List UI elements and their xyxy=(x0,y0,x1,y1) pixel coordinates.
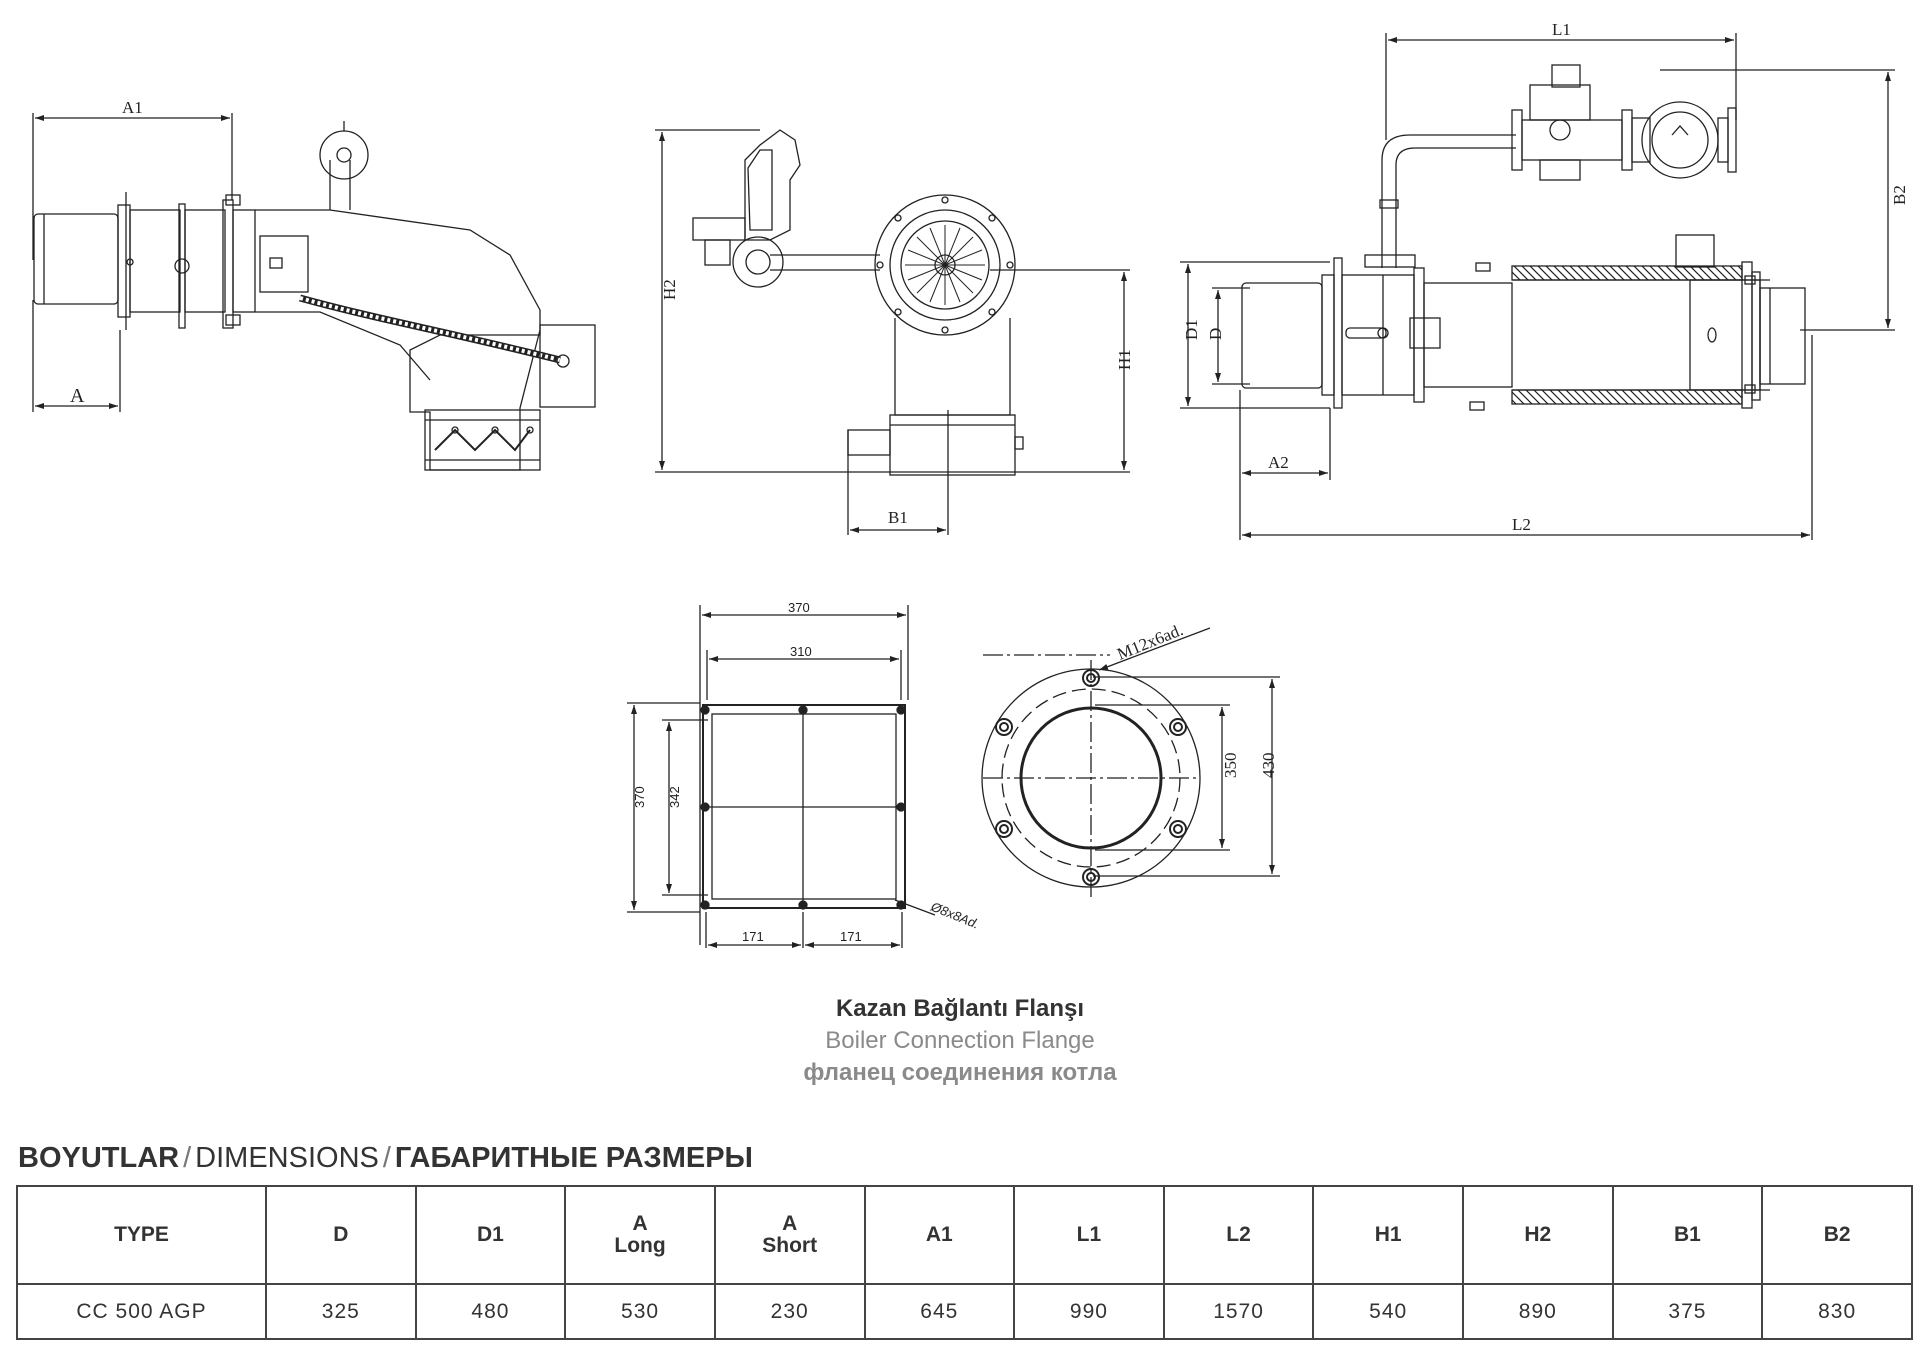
table-header-cell: TYPE xyxy=(16,1185,267,1285)
dim-label-l1: L1 xyxy=(1552,20,1571,39)
table-header-cell: L2 xyxy=(1162,1185,1315,1285)
square-outer-height: 370 xyxy=(632,786,647,808)
top-view-right xyxy=(1180,33,1895,540)
dimensions-section-title: BOYUTLAR/DIMENSIONS/ГАБАРИТНЫЕ РАЗМЕРЫ xyxy=(18,1142,753,1175)
table-cell: 325 xyxy=(265,1283,417,1340)
section-title-en: DIMENSIONS xyxy=(195,1142,379,1174)
dim-label-l2: L2 xyxy=(1512,515,1531,534)
table-cell: 890 xyxy=(1462,1283,1614,1340)
square-outer-width: 370 xyxy=(788,600,810,615)
dim-label-h1: H1 xyxy=(1115,349,1134,370)
dim-label-d1: D1 xyxy=(1182,319,1201,340)
square-inner-width: 310 xyxy=(790,644,812,659)
dim-label-d: D xyxy=(1206,328,1225,340)
square-half-left: 171 xyxy=(742,929,764,944)
section-separator-2: / xyxy=(382,1142,391,1174)
square-flange-dimensions: 370 310 370 342 171 171 Ø8x8Ad. xyxy=(632,600,981,944)
round-flange-diagram xyxy=(981,627,1280,900)
square-holes-label: Ø8x8Ad. xyxy=(928,898,981,931)
table-cell: 540 xyxy=(1312,1283,1464,1340)
table-cell: 990 xyxy=(1013,1283,1165,1340)
square-half-right: 171 xyxy=(840,929,862,944)
table-cell: 645 xyxy=(863,1283,1016,1340)
dim-label-a1: A1 xyxy=(122,98,143,117)
table-header-cell: B2 xyxy=(1761,1185,1913,1285)
square-flange-diagram xyxy=(627,605,936,948)
table-cell: CC 500 AGP xyxy=(16,1283,267,1340)
front-view xyxy=(655,129,1130,535)
flange-caption-en: Boiler Connection Flange xyxy=(825,1027,1095,1054)
table-header-cell: L1 xyxy=(1013,1185,1165,1285)
flange-caption-tr: Kazan Bağlantı Flanşı xyxy=(835,995,1085,1022)
table-cell: 530 xyxy=(564,1283,716,1340)
table-header-cell: A1 xyxy=(863,1185,1016,1285)
section-title-ru: ГАБАРИТНЫЕ РАЗМЕРЫ xyxy=(394,1142,753,1174)
round-outer-dim: 430 xyxy=(1259,753,1278,779)
dim-label-a: A xyxy=(70,385,85,407)
section-title-tr: BOYUTLAR xyxy=(18,1142,180,1174)
table-cell: 230 xyxy=(713,1283,866,1340)
side-view-left xyxy=(32,113,596,471)
table-cell: 480 xyxy=(414,1283,567,1340)
dim-label-b2: B2 xyxy=(1890,185,1909,205)
table-header-cell: B1 xyxy=(1611,1185,1764,1285)
dim-label-h2: H2 xyxy=(660,279,679,300)
table-cell: 375 xyxy=(1611,1283,1764,1340)
table-header-cell: H2 xyxy=(1462,1185,1614,1285)
dim-label-b1: B1 xyxy=(888,508,908,527)
round-inner-dim: 350 xyxy=(1221,753,1240,779)
round-flange-dimensions: M12x6ad. 350 430 xyxy=(1114,620,1278,778)
square-inner-height: 342 xyxy=(667,786,682,808)
section-separator-1: / xyxy=(183,1142,192,1174)
round-holes-label: M12x6ad. xyxy=(1114,620,1185,664)
table-header-cell: D xyxy=(265,1185,417,1285)
table-cell: 830 xyxy=(1761,1283,1913,1340)
table-header-cell: D1 xyxy=(414,1185,567,1285)
table-header-cell: H1 xyxy=(1312,1185,1464,1285)
flange-caption-ru: фланец соединения котла xyxy=(803,1059,1117,1086)
dim-label-a2: A2 xyxy=(1268,453,1289,472)
table-cell: 1570 xyxy=(1162,1283,1315,1340)
